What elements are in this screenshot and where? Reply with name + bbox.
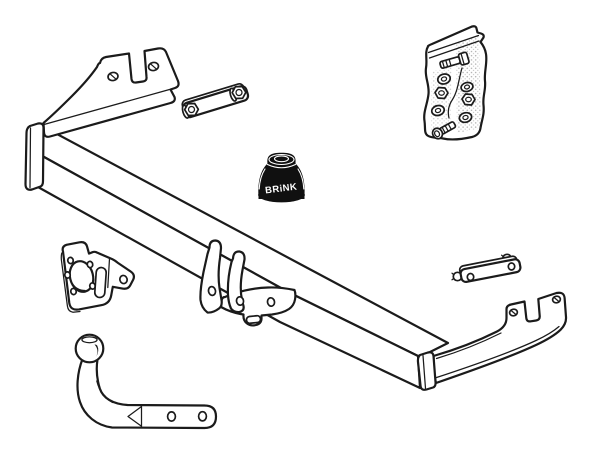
washer bbox=[430, 104, 446, 117]
bolt bbox=[431, 121, 457, 140]
screw-hole bbox=[147, 61, 160, 72]
right-spacer-link bbox=[451, 253, 522, 284]
nut bbox=[181, 102, 200, 119]
washer bbox=[458, 111, 473, 124]
right-end-bracket bbox=[416, 291, 568, 391]
ball-cover: BRiNK bbox=[258, 152, 305, 203]
flange-nut bbox=[434, 86, 449, 100]
bolt bbox=[439, 51, 470, 69]
washer bbox=[460, 81, 474, 93]
fixings-bag bbox=[423, 25, 488, 141]
left-end-bracket bbox=[24, 47, 180, 191]
swan-neck-towball bbox=[74, 333, 218, 430]
screw-hole bbox=[107, 71, 119, 82]
spacer-link bbox=[181, 82, 250, 119]
washer bbox=[436, 73, 452, 85]
ball-mount-lugs bbox=[199, 239, 297, 327]
flange-nut bbox=[461, 93, 476, 106]
socket-mounting-bracket bbox=[60, 241, 135, 313]
screw-hole bbox=[508, 308, 519, 317]
nut bbox=[229, 85, 247, 102]
brink-logo-text: BRiNK bbox=[264, 182, 297, 197]
screw-hole bbox=[551, 295, 562, 304]
